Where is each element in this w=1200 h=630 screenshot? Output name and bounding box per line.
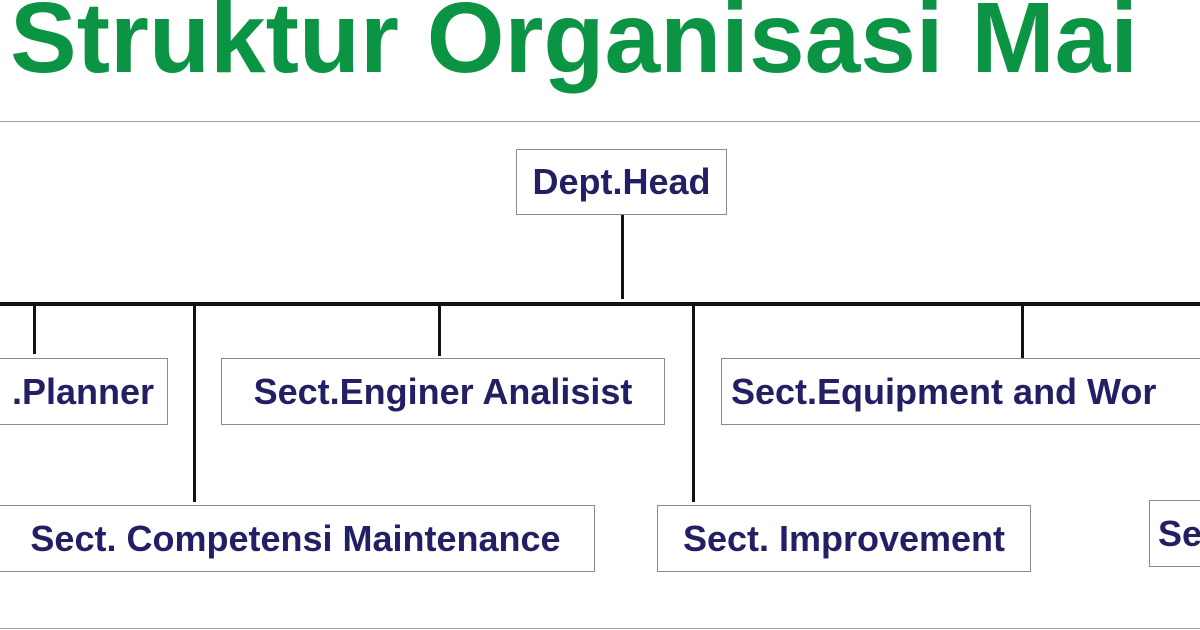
- connector-equipment: [1021, 306, 1024, 358]
- connector-improvement: [692, 306, 695, 502]
- page-title: Struktur Organisasi Mai: [10, 0, 1139, 94]
- bottom-divider: [0, 628, 1200, 629]
- org-box-label: Sect.Equipment and Wor: [731, 370, 1157, 412]
- org-box-dept-head: Dept.Head: [516, 149, 727, 215]
- top-divider: [0, 121, 1200, 122]
- branch-bus-line: [0, 302, 1200, 306]
- org-box-label: Dept.Head: [532, 161, 711, 202]
- org-box-equipment: Sect.Equipment and Wor: [721, 358, 1200, 425]
- org-box-label: Se: [1158, 512, 1200, 554]
- org-box-enginer-analisist: Sect.Enginer Analisist: [221, 358, 665, 425]
- connector-head: [621, 215, 624, 299]
- connector-enginer: [438, 306, 441, 356]
- org-box-competensi-maintenance: Sect. Competensi Maintenance: [0, 505, 595, 572]
- org-box-label: .Planner: [11, 370, 154, 412]
- org-box-label: Sect.Enginer Analisist: [253, 370, 633, 412]
- org-box-label: Sect. Improvement: [682, 517, 1006, 559]
- org-box-planner: .Planner: [0, 358, 168, 425]
- connector-competensi: [193, 306, 196, 502]
- org-box-improvement: Sect. Improvement: [657, 505, 1031, 572]
- org-box-label: Sect. Competensi Maintenance: [30, 517, 561, 559]
- org-box-partial-right: Se: [1149, 500, 1200, 567]
- connector-planner: [33, 306, 36, 354]
